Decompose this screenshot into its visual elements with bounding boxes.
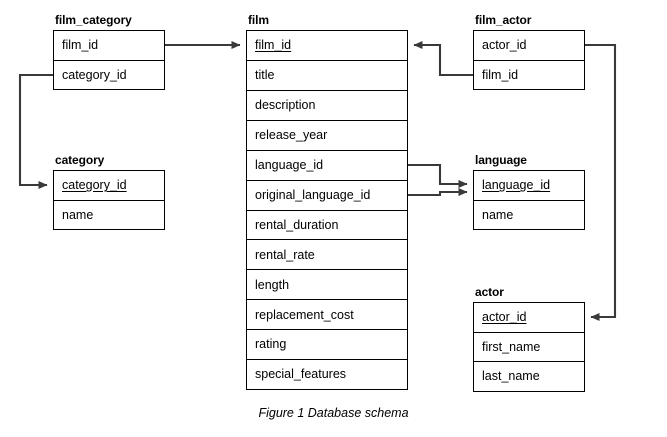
edge-filmcategory-category — [18, 73, 53, 189]
attribute-label: last_name — [482, 369, 540, 384]
attribute-row: length — [247, 270, 407, 301]
attribute-row: title — [247, 61, 407, 91]
attribute-row-primary-key: language_id — [474, 171, 584, 201]
attribute-label: original_language_id — [255, 187, 371, 202]
entity-box-film: film_id title description release_year l… — [246, 30, 408, 390]
entity-film-actor[interactable]: film_actor actor_id film_id — [473, 13, 585, 90]
attribute-label: special_features — [255, 367, 347, 382]
attribute-row: first_name — [474, 333, 584, 363]
attribute-label: description — [255, 98, 316, 113]
attribute-label: first_name — [482, 339, 541, 354]
attribute-row: description — [247, 91, 407, 121]
attribute-row: special_features — [247, 360, 407, 389]
entity-title-category: category — [55, 153, 105, 167]
entity-title-film-actor: film_actor — [475, 13, 532, 27]
entity-title-film: film — [248, 13, 269, 27]
entity-film[interactable]: film film_id title description release_y… — [246, 13, 408, 390]
attribute-label: rental_rate — [255, 247, 315, 262]
attribute-label: length — [255, 277, 290, 292]
attribute-label: actor_id — [482, 38, 527, 52]
attribute-row: category_id — [54, 61, 164, 90]
attribute-label: film_id — [482, 67, 519, 82]
entity-film-category[interactable]: film_category film_id category_id — [53, 13, 165, 90]
attribute-row: original_language_id — [247, 181, 407, 211]
attribute-row: replacement_cost — [247, 300, 407, 331]
entity-box-language: language_id name — [473, 170, 585, 230]
entity-box-film-actor: actor_id film_id — [473, 30, 585, 90]
entity-category[interactable]: category category_id name — [53, 153, 165, 230]
attribute-row: language_id — [247, 151, 407, 181]
attribute-row-primary-key: category_id — [54, 171, 164, 201]
entity-box-actor: actor_id first_name last_name — [473, 302, 585, 392]
entity-title-film-category: film_category — [55, 13, 132, 27]
edge-film-language — [408, 163, 468, 188]
entity-language[interactable]: language language_id name — [473, 153, 585, 230]
attribute-row: rental_duration — [247, 211, 407, 241]
attribute-label: category_id — [62, 178, 127, 192]
attribute-label: language_id — [255, 157, 324, 172]
attribute-label: film_id — [255, 38, 292, 53]
figure-caption: Figure 1 Database schema — [258, 406, 409, 420]
attribute-row: rental_rate — [247, 240, 407, 271]
entity-box-category: category_id name — [53, 170, 165, 230]
attribute-row-primary-key: actor_id — [474, 303, 584, 333]
attribute-label: title — [255, 68, 275, 83]
attribute-row: release_year — [247, 121, 407, 151]
attribute-label: rental_duration — [255, 217, 339, 232]
entity-title-actor: actor — [475, 285, 504, 299]
attribute-row: name — [54, 201, 164, 230]
edge-film-originallanguage — [408, 188, 468, 197]
attribute-label: rating — [255, 337, 287, 352]
attribute-row: rating — [247, 330, 407, 361]
entity-actor[interactable]: actor actor_id first_name last_name — [473, 285, 585, 392]
attribute-row: last_name — [474, 362, 584, 391]
attribute-row: film_id — [474, 61, 584, 90]
attribute-row: actor_id — [474, 31, 584, 61]
attribute-row-primary-key: film_id — [247, 31, 407, 61]
edge-filmactor-film — [413, 41, 473, 77]
attribute-row: name — [474, 201, 584, 230]
attribute-label: release_year — [255, 127, 328, 142]
attribute-label: film_id — [62, 38, 99, 52]
attribute-label: category_id — [62, 67, 127, 82]
entity-box-film-category: film_id category_id — [53, 30, 165, 90]
attribute-label: name — [62, 207, 94, 222]
edge-filmactor-actor — [585, 43, 617, 321]
attribute-label: actor_id — [482, 310, 527, 325]
attribute-row: film_id — [54, 31, 164, 61]
entity-title-language: language — [475, 153, 527, 167]
attribute-label: language_id — [482, 178, 551, 192]
attribute-label: replacement_cost — [255, 307, 354, 322]
attribute-label: name — [482, 207, 514, 222]
